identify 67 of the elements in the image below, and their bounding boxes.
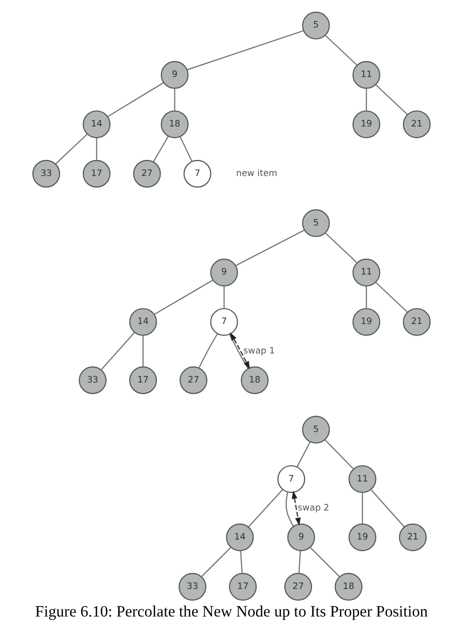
connector xyxy=(296,442,310,468)
connector xyxy=(96,138,98,160)
connector xyxy=(366,286,367,308)
node-circle: 7 xyxy=(184,160,212,188)
node-circle: 17 xyxy=(129,366,157,394)
node-circle: 17 xyxy=(82,160,110,188)
node-circle: 33 xyxy=(32,160,60,188)
node-circle: 9 xyxy=(210,258,238,286)
node-circle: 21 xyxy=(402,110,431,138)
node-label: new item xyxy=(236,168,278,179)
node-circle: 27 xyxy=(180,366,208,394)
connector xyxy=(324,34,358,66)
connector xyxy=(152,136,169,162)
connector xyxy=(310,547,340,578)
node-circle: 5 xyxy=(302,416,330,444)
node-circle: 33 xyxy=(78,366,107,394)
edge-label: swap 1 xyxy=(243,346,275,356)
connector xyxy=(201,547,232,578)
connector xyxy=(174,88,176,111)
node-circle: 17 xyxy=(228,572,257,601)
node-circle: 11 xyxy=(352,61,380,89)
connector xyxy=(370,489,405,528)
connector xyxy=(154,280,214,315)
connector xyxy=(248,489,283,528)
caption: Figure 6.10: Percolate the New Node up to Its Proper Position xyxy=(35,604,428,621)
connector xyxy=(362,492,363,524)
node-circle: 18 xyxy=(160,110,189,138)
node-circle: 18 xyxy=(240,366,269,394)
node-circle: 11 xyxy=(352,258,380,286)
node-circle: 27 xyxy=(133,160,161,188)
node-circle: 11 xyxy=(348,465,376,493)
node-circle: 19 xyxy=(352,308,380,336)
node-circle: 5 xyxy=(302,209,330,238)
connector xyxy=(198,333,218,368)
node-circle: 21 xyxy=(398,523,427,552)
connector xyxy=(298,550,301,574)
connector xyxy=(366,88,367,111)
node-circle: 33 xyxy=(178,572,206,601)
node-circle: 14 xyxy=(226,523,254,552)
node-circle: 27 xyxy=(284,572,312,601)
connector xyxy=(108,82,164,118)
connector xyxy=(324,232,358,263)
node-circle: 7 xyxy=(277,465,306,493)
node-circle: 19 xyxy=(348,523,376,552)
node-circle: 19 xyxy=(352,110,380,138)
connector xyxy=(100,332,135,370)
node-circle: 18 xyxy=(334,572,362,601)
node-circle: 9 xyxy=(160,61,189,89)
connector xyxy=(224,286,225,308)
connector xyxy=(142,335,144,367)
connector xyxy=(240,550,243,574)
node-circle: 14 xyxy=(82,110,110,138)
connector xyxy=(55,134,88,164)
node-circle: 9 xyxy=(287,523,316,552)
node-circle: 14 xyxy=(129,308,157,336)
connector xyxy=(286,492,294,526)
node-circle: 7 xyxy=(210,308,238,336)
connector xyxy=(324,439,354,470)
node-circle: 21 xyxy=(402,308,431,336)
connector xyxy=(375,84,408,115)
edge-label: swap 2 xyxy=(298,503,330,514)
arrow xyxy=(292,490,301,526)
connector xyxy=(180,136,192,162)
connector xyxy=(235,230,305,266)
connector xyxy=(375,282,408,312)
connector xyxy=(187,30,304,70)
node-circle: 5 xyxy=(302,12,330,40)
